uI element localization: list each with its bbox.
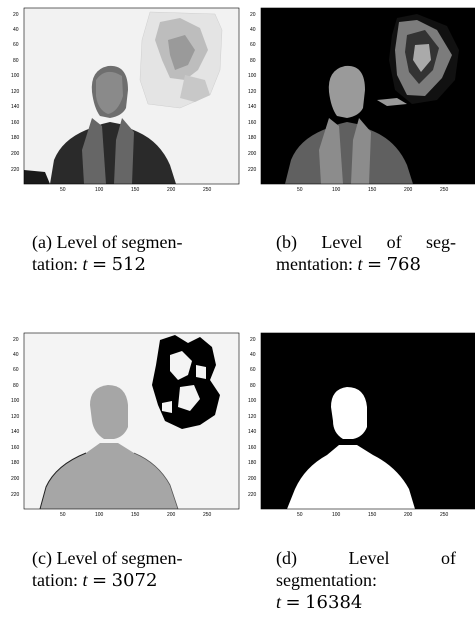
svg-text:250: 250 [440, 187, 449, 193]
svg-text:160: 160 [11, 120, 20, 126]
svg-text:20: 20 [13, 12, 19, 18]
y-ticks: 20 40 60 80 100 120 140 160 180 200 220 [11, 337, 20, 498]
svg-text:120: 120 [11, 89, 20, 95]
svg-text:60: 60 [13, 367, 19, 373]
y-ticks: 20 40 60 80 100 120 140 160 180 200 220 [11, 12, 20, 173]
caption-d: (d) Level of segmentation: t = 16384 [276, 547, 456, 614]
segmentation-image-b: 20 40 60 80 100 120 140 160 180 200 220 … [248, 7, 475, 193]
svg-text:80: 80 [250, 383, 256, 389]
panel-c: 20 40 60 80 100 120 140 160 180 200 220 … [10, 325, 240, 520]
svg-text:20: 20 [250, 337, 256, 343]
svg-text:150: 150 [131, 187, 140, 193]
svg-text:140: 140 [11, 429, 20, 435]
svg-text:40: 40 [13, 27, 19, 33]
svg-text:200: 200 [404, 512, 413, 518]
caption-b-line-2: mentation: t = 768 [276, 254, 421, 275]
caption-d-line-1: (d) Level of [276, 548, 456, 568]
svg-text:150: 150 [131, 512, 140, 518]
svg-text:200: 200 [11, 151, 20, 157]
caption-a-line-1: (a) Level of segmen- [32, 232, 183, 252]
svg-text:200: 200 [248, 151, 257, 157]
svg-text:100: 100 [248, 398, 257, 404]
caption-a-line-2: tation: t = 512 [32, 254, 146, 275]
svg-text:220: 220 [11, 167, 20, 173]
svg-text:100: 100 [248, 73, 257, 79]
svg-text:200: 200 [11, 476, 20, 482]
caption-b: (b) Level of seg- mentation: t = 768 [276, 231, 456, 276]
svg-text:180: 180 [248, 135, 257, 141]
svg-text:150: 150 [368, 187, 377, 193]
panel-a: 20 40 60 80 100 120 140 160 180 200 220 … [10, 0, 240, 195]
svg-text:120: 120 [11, 414, 20, 420]
svg-text:60: 60 [13, 42, 19, 48]
x-ticks: 50 100 150 200 250 [60, 512, 212, 518]
svg-text:140: 140 [248, 104, 257, 110]
caption-c: (c) Level of segmen- tation: t = 3072 [32, 547, 217, 592]
svg-text:200: 200 [248, 476, 257, 482]
y-ticks: 20 40 60 80 100 120 140 160 180 200 220 [248, 337, 257, 498]
x-ticks: 50 100 150 200 250 [60, 187, 212, 193]
svg-text:20: 20 [250, 12, 256, 18]
svg-text:160: 160 [248, 445, 257, 451]
svg-text:100: 100 [332, 512, 341, 518]
caption-c-line-2: tation: t = 3072 [32, 570, 158, 591]
svg-text:200: 200 [404, 187, 413, 193]
svg-text:220: 220 [11, 492, 20, 498]
svg-text:100: 100 [11, 398, 20, 404]
svg-text:40: 40 [250, 27, 256, 33]
svg-text:80: 80 [13, 58, 19, 64]
caption-a: (a) Level of segmen- tation: t = 512 [32, 231, 217, 276]
svg-text:80: 80 [13, 383, 19, 389]
x-ticks: 50 100 150 200 250 [297, 512, 449, 518]
svg-text:100: 100 [332, 187, 341, 193]
svg-text:60: 60 [250, 367, 256, 373]
svg-text:120: 120 [248, 89, 257, 95]
svg-text:180: 180 [248, 460, 257, 466]
svg-text:100: 100 [11, 73, 20, 79]
segmentation-image-a: 20 40 60 80 100 120 140 160 180 200 220 … [11, 7, 240, 193]
svg-text:120: 120 [248, 414, 257, 420]
svg-text:250: 250 [203, 187, 212, 193]
svg-text:80: 80 [250, 58, 256, 64]
svg-text:50: 50 [60, 187, 66, 193]
svg-text:50: 50 [297, 512, 303, 518]
caption-d-line-2: segmentation: [276, 570, 377, 590]
x-ticks: 50 100 150 200 250 [297, 187, 449, 193]
svg-text:150: 150 [368, 512, 377, 518]
svg-text:50: 50 [60, 512, 66, 518]
svg-text:160: 160 [248, 120, 257, 126]
panel-d: 20 40 60 80 100 120 140 160 180 200 220 … [247, 325, 475, 520]
svg-text:60: 60 [250, 42, 256, 48]
y-ticks: 20 40 60 80 100 120 140 160 180 200 220 [248, 12, 257, 173]
svg-text:180: 180 [11, 460, 20, 466]
panel-b: 20 40 60 80 100 120 140 160 180 200 220 … [247, 0, 475, 195]
caption-c-line-1: (c) Level of segmen- [32, 548, 183, 568]
segmentation-image-d: 20 40 60 80 100 120 140 160 180 200 220 … [248, 332, 475, 518]
svg-text:40: 40 [13, 352, 19, 358]
svg-text:20: 20 [13, 337, 19, 343]
svg-text:250: 250 [203, 512, 212, 518]
svg-text:220: 220 [248, 492, 257, 498]
svg-text:40: 40 [250, 352, 256, 358]
svg-text:140: 140 [248, 429, 257, 435]
svg-text:220: 220 [248, 167, 257, 173]
svg-text:100: 100 [95, 187, 104, 193]
svg-text:100: 100 [95, 512, 104, 518]
svg-text:160: 160 [11, 445, 20, 451]
segmentation-image-c: 20 40 60 80 100 120 140 160 180 200 220 … [11, 332, 240, 518]
svg-text:200: 200 [167, 187, 176, 193]
caption-d-line-3: t = 16384 [276, 592, 363, 613]
svg-text:250: 250 [440, 512, 449, 518]
svg-text:140: 140 [11, 104, 20, 110]
caption-b-line-1: (b) Level of seg- [276, 232, 456, 252]
svg-text:200: 200 [167, 512, 176, 518]
svg-text:50: 50 [297, 187, 303, 193]
svg-text:180: 180 [11, 135, 20, 141]
